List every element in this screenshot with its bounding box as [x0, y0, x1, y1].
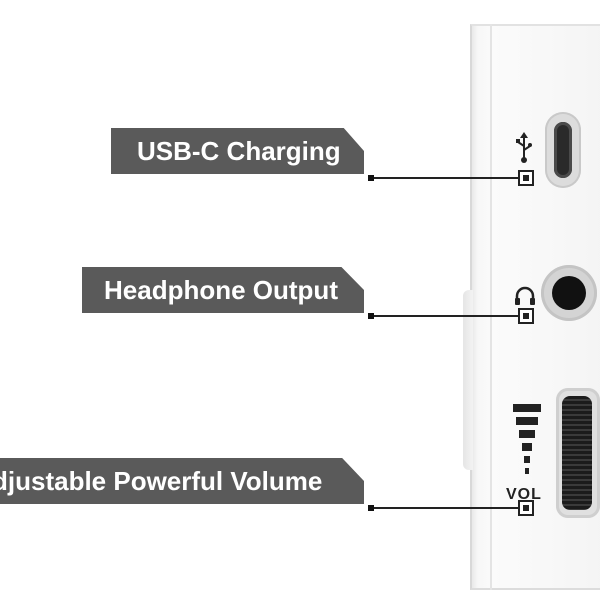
volume-marker — [518, 500, 534, 516]
usb-marker — [518, 170, 534, 186]
headphone-leader-line — [368, 313, 522, 319]
usb-leader-line — [368, 175, 522, 181]
device-side-bump — [463, 290, 473, 470]
vol-marking: VOL — [506, 486, 542, 503]
volume-leader-line — [368, 505, 522, 511]
volume-bars-icon — [513, 404, 541, 474]
headphone-icon — [515, 286, 535, 305]
adjustable-volume-label: djustable Powerful Volume — [0, 458, 364, 504]
headphone-marker — [518, 308, 534, 324]
volume-wheel — [556, 388, 600, 518]
usb-c-port — [545, 112, 581, 188]
headphone-output-label: Headphone Output — [82, 267, 364, 313]
device-edge-line — [490, 24, 492, 590]
usb-c-charging-label: USB-C Charging — [111, 128, 364, 174]
usb-icon — [516, 132, 532, 163]
headphone-jack — [541, 265, 597, 321]
